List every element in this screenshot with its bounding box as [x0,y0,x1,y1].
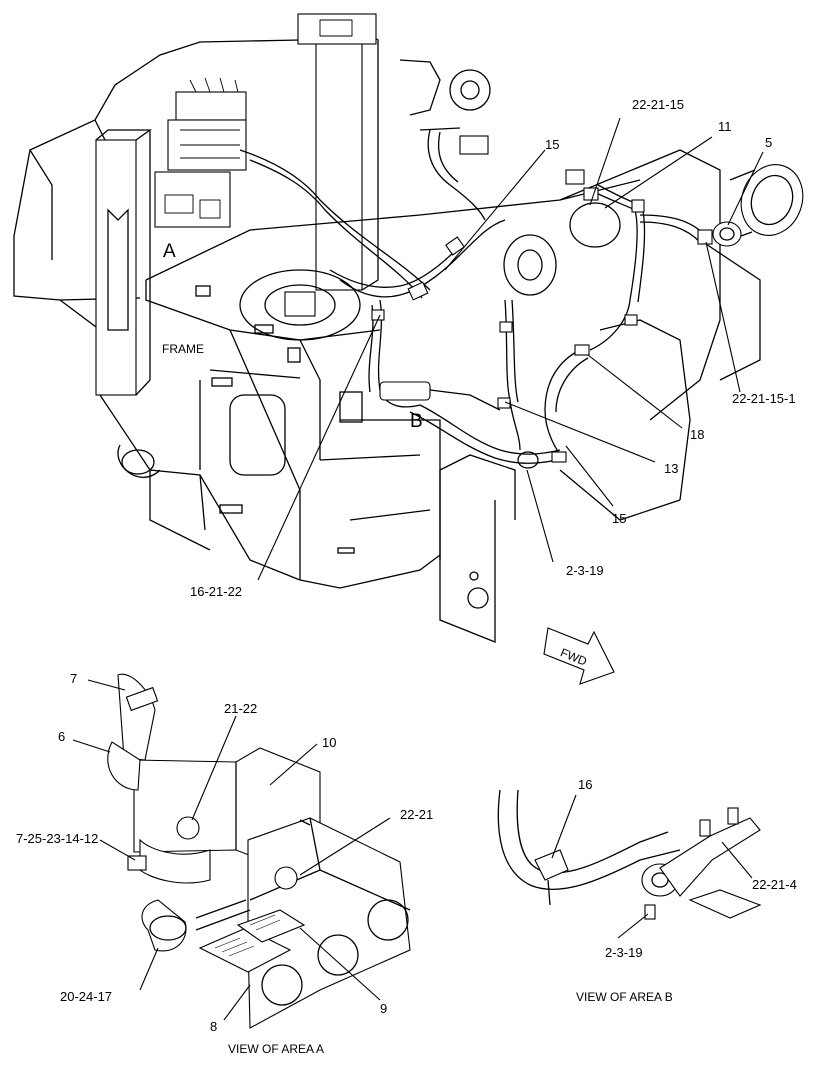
view-area-b-leaders [551,794,753,939]
callout-8: 8 [210,1019,218,1034]
callout-20-24-17: 20-24-17 [60,989,113,1004]
work-lamp [565,164,804,247]
frame-label: FRAME [162,342,204,356]
callout-16: 16 [578,777,593,792]
view-area-a-caption: VIEW OF AREA A [228,1042,325,1056]
callout-22-21-15: 22-21-15 [632,97,685,112]
callout-15-bottom: 15 [612,511,627,526]
callout-21-22: 21-22 [224,701,258,716]
area-marker-a: A [163,241,176,262]
callout-10: 10 [322,735,337,750]
callout-11: 11 [718,119,732,134]
forward-arrow [543,627,615,685]
callout-7-25-23-14-12: 7-25-23-14-12 [16,831,99,846]
view-area-a-drawing [107,673,411,1029]
view-area-b-drawing [497,789,762,920]
callout-22-21-15-1: 22-21-15-1 [732,391,796,406]
callout-22-21-4: 22-21-4 [752,877,797,892]
area-marker-b: B [410,411,423,432]
callout-2-3-19-main: 2-3-19 [566,563,604,578]
callout-6: 6 [58,729,66,744]
callout-16-21-22: 16-21-22 [190,584,243,599]
machine-frame-body [13,13,761,643]
callout-9: 9 [380,1001,388,1016]
callout-13: 13 [664,461,679,476]
callout-22-21: 22-21 [400,807,434,822]
callout-5: 5 [765,135,773,150]
valve-block [154,77,247,228]
upper-bracket [399,59,491,155]
view-area-a-leaders [72,679,391,1021]
callout-18: 18 [690,427,705,442]
callout-2-3-19-b: 2-3-19 [605,945,643,960]
main-view-leaders [257,117,764,581]
callout-15-top: 15 [545,137,560,152]
callout-7: 7 [70,671,78,686]
wiring-harness [239,129,706,469]
view-area-b-caption: VIEW OF AREA B [576,990,673,1004]
